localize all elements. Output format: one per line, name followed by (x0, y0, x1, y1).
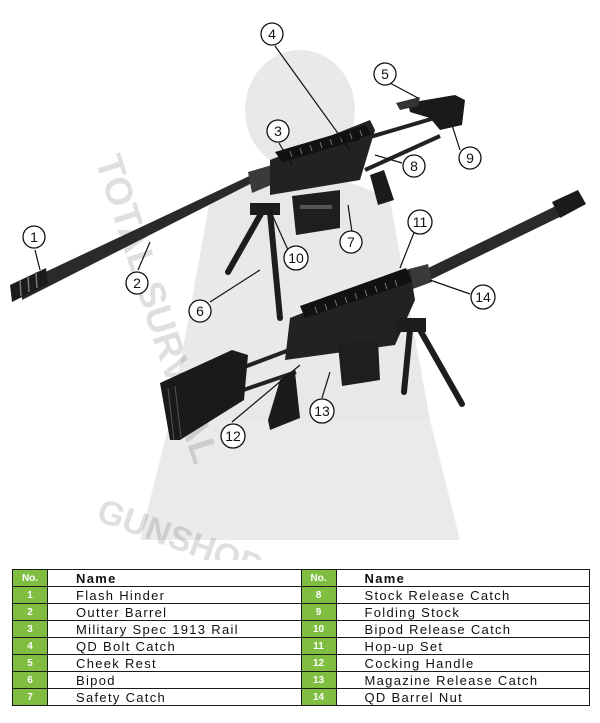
svg-text:4: 4 (268, 26, 276, 42)
row-no: 12 (300, 654, 337, 672)
rail-b (300, 268, 412, 318)
row-no: 14 (300, 688, 337, 706)
svg-text:2: 2 (133, 275, 141, 291)
row-name: Hop-up Set (335, 637, 590, 655)
svg-text:12: 12 (225, 428, 241, 444)
svg-text:14: 14 (475, 289, 491, 305)
callout-1: 1 (22, 225, 46, 249)
header-no: No. (12, 569, 48, 587)
barrel-nut (248, 165, 276, 193)
table-row: 3 Military Spec 1913 Rail 10 Bipod Relea… (12, 620, 590, 638)
callout-7: 7 (339, 230, 363, 254)
parts-table: No. Name No. Name 1 Flash Hinder 8 Stock… (12, 569, 590, 706)
row-name: Magazine Release Catch (335, 671, 590, 689)
outer-barrel (22, 172, 258, 300)
table-row: 6 Bipod 13 Magazine Release Catch (12, 671, 590, 689)
row-no: 7 (12, 688, 48, 706)
row-no: 3 (12, 620, 48, 638)
callout-5: 5 (373, 62, 397, 86)
flash-hider-b (552, 190, 586, 218)
svg-text:7: 7 (347, 234, 355, 250)
callout-9: 9 (458, 146, 482, 170)
row-no: 13 (300, 671, 337, 689)
table-row: 2 Outter Barrel 9 Folding Stock (12, 603, 590, 621)
callout-12: 12 (220, 423, 246, 449)
table-row: 1 Flash Hinder 8 Stock Release Catch (12, 586, 590, 604)
row-no: 2 (12, 603, 48, 621)
row-no: 1 (12, 586, 48, 604)
header-no-right: No. (300, 569, 337, 587)
row-name: Folding Stock (335, 603, 590, 621)
row-name: Cocking Handle (335, 654, 590, 672)
table-row: 7 Safety Catch 14 QD Barrel Nut (12, 688, 590, 706)
callout-14: 14 (470, 284, 496, 310)
callout-2: 2 (125, 271, 149, 295)
header-name: Name (47, 569, 302, 587)
row-name: Safety Catch (47, 688, 302, 706)
row-no: 6 (12, 671, 48, 689)
row-no: 11 (300, 637, 337, 655)
rifle-top (10, 95, 465, 321)
svg-text:9: 9 (466, 150, 474, 166)
bipod (225, 203, 283, 321)
rifle-bottom (160, 190, 586, 441)
svg-text:1: 1 (30, 229, 38, 245)
row-name: Bipod Release Catch (335, 620, 590, 638)
svg-text:11: 11 (413, 214, 428, 230)
callout-8: 8 (402, 154, 426, 178)
table-row: 5 Cheek Rest 12 Cocking Handle (12, 654, 590, 672)
folding-stock (408, 95, 465, 130)
row-name: QD Barrel Nut (335, 688, 590, 706)
svg-text:5: 5 (381, 66, 389, 82)
row-no: 4 (12, 637, 48, 655)
folding-stock-b (160, 350, 248, 440)
row-name: Flash Hinder (47, 586, 302, 604)
table-header-row: No. Name No. Name (12, 569, 590, 587)
row-name: Stock Release Catch (335, 586, 590, 604)
row-name: Cheek Rest (47, 654, 302, 672)
svg-text:3: 3 (274, 123, 282, 139)
callout-11: 11 (407, 209, 433, 235)
svg-text:10: 10 (288, 250, 304, 266)
row-name: Bipod (47, 671, 302, 689)
pistol-grip (370, 170, 394, 205)
svg-text:6: 6 (196, 303, 204, 319)
row-name: Military Spec 1913 Rail (47, 620, 302, 638)
svg-text:8: 8 (410, 158, 418, 174)
bipod-b (396, 318, 465, 407)
callout-13: 13 (309, 398, 335, 424)
outer-barrel-b (420, 202, 570, 282)
row-no: 9 (300, 603, 337, 621)
row-no: 5 (12, 654, 48, 672)
row-name: Outter Barrel (47, 603, 302, 621)
rail (275, 125, 372, 162)
row-no: 8 (300, 586, 337, 604)
row-no: 10 (300, 620, 337, 638)
cheek-rest (396, 97, 420, 110)
magazine (292, 190, 340, 235)
svg-text:13: 13 (314, 403, 330, 419)
callout-6: 6 (188, 299, 212, 323)
exploded-parts-diagram: TOTAL SURVIVAL GUNSHOP ... ARMY.co.kr (10, 22, 586, 560)
leader-lines (34, 45, 471, 423)
receiver-b (285, 270, 415, 360)
callout-10: 10 (283, 245, 309, 271)
pistol-grip-b (268, 372, 300, 430)
magazine-b (338, 340, 380, 386)
callout-4: 4 (260, 22, 284, 46)
table-row: 4 QD Bolt Catch 11 Hop-up Set (12, 637, 590, 655)
row-name: QD Bolt Catch (47, 637, 302, 655)
callout-3: 3 (266, 119, 290, 143)
header-name-right: Name (335, 569, 590, 587)
flash-hider (10, 268, 48, 302)
